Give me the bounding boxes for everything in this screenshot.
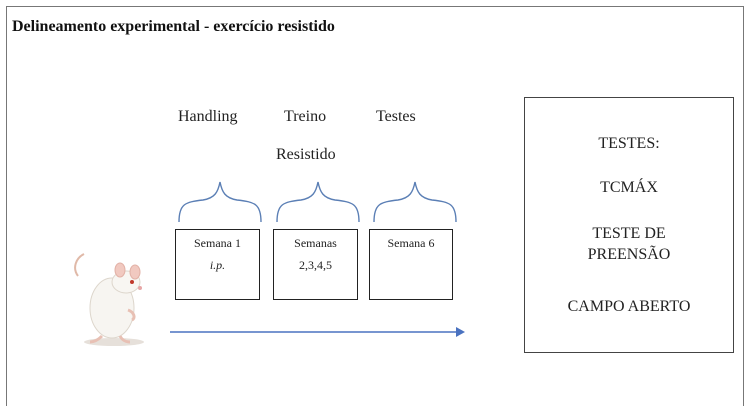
test-item-tcmax: TCMÁX [600,179,658,196]
tests-box: TESTES: TCMÁX TESTE DE PREENSÃO CAMPO AB… [524,97,734,353]
test-item-preensao-line1: TESTE DE [592,225,666,242]
test-item-campo-aberto: CAMPO ABERTO [567,298,691,315]
brace-handling [178,181,262,223]
rat-icon [74,253,144,346]
stage-detail: i.p. [209,258,226,272]
tests-heading: TESTES: [598,135,660,152]
phase-label-testes: Testes [376,108,416,125]
brace-treino [276,181,360,223]
phase-label-treino: Treino [284,108,327,125]
diagram-title: Delineamento experimental - exercício re… [12,18,335,35]
stage-week-label: Semana 1 [194,236,241,250]
stage-week-label: Semana 6 [387,236,435,250]
stage-box-semana-1: Semana 1 i.p. [175,229,260,300]
test-item-preensao-line2: PREENSÃO [587,246,671,263]
timeline-arrow [170,327,465,337]
phase-label-handling: Handling [178,108,238,125]
diagram-frame [6,6,744,406]
stage-week-label: Semanas [294,236,337,250]
phase-label-resistido: Resistido [276,146,336,163]
brace-testes [373,181,457,223]
stage-box-semanas-2-5: Semanas 2,3,4,5 [273,229,358,300]
stage-detail: 2,3,4,5 [299,258,332,272]
stage-box-semana-6: Semana 6 [369,229,453,300]
